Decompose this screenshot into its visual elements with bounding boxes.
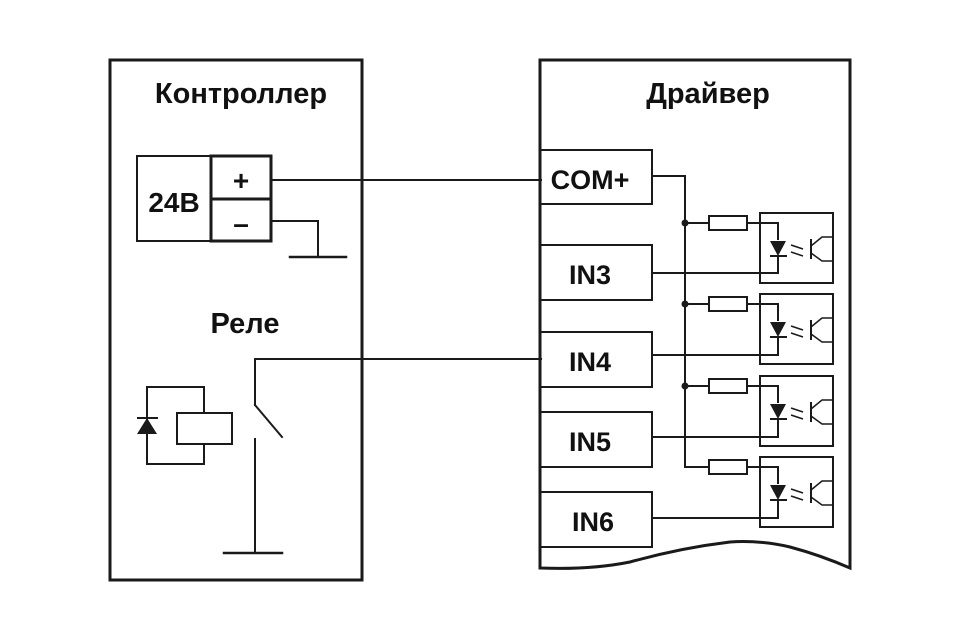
resistor-icon <box>708 215 748 231</box>
light-arrow-icon <box>790 407 804 413</box>
controller-block <box>108 58 364 582</box>
led-icon <box>770 404 786 419</box>
phototransistor-emitter <box>810 252 833 262</box>
phototransistor-collector <box>810 317 833 328</box>
phototransistor-collector <box>810 480 833 491</box>
phototransistor-emitter <box>810 333 833 343</box>
light-arrow-icon <box>790 488 804 494</box>
wire <box>747 466 779 484</box>
resistor-icon <box>708 378 748 394</box>
led-icon <box>770 241 786 256</box>
optocoupler-channel <box>652 375 834 447</box>
phototransistor-collector <box>810 236 833 247</box>
terminal-label-in6: IN6 <box>572 507 614 537</box>
relay-title: Реле <box>211 308 280 340</box>
terminal-label-in3: IN3 <box>569 260 611 290</box>
relay-coil-icon <box>146 386 233 465</box>
light-arrow-icon <box>790 495 804 501</box>
diode-icon <box>137 417 158 434</box>
wire <box>747 303 779 321</box>
phototransistor-collector <box>810 399 833 410</box>
led-icon <box>770 322 786 337</box>
light-arrow-icon <box>790 325 804 331</box>
optocoupler-channel <box>652 456 834 528</box>
light-arrow-icon <box>790 332 804 338</box>
led-icon <box>770 485 786 500</box>
minus-label: – <box>233 208 249 239</box>
driver-title: Драйвер <box>646 78 770 110</box>
power-label: 24В <box>148 187 199 218</box>
com-bus <box>651 175 686 468</box>
wire-to-input <box>652 419 779 438</box>
optocoupler-box <box>759 375 834 447</box>
wire <box>747 385 779 403</box>
optocoupler-box <box>759 456 834 528</box>
terminal-in4 <box>539 331 653 388</box>
optocoupler-channel <box>652 293 834 365</box>
resistor-icon <box>708 296 748 312</box>
light-arrow-icon <box>790 414 804 420</box>
plus-label: + <box>233 165 249 196</box>
wire-to-input <box>652 337 779 356</box>
optocoupler-box <box>759 293 834 365</box>
optocoupler-channel <box>652 212 834 284</box>
wire-minus-to-ground <box>270 220 319 258</box>
driver-block <box>538 58 852 571</box>
terminal-label-in5: IN5 <box>569 427 611 457</box>
wire <box>747 222 779 240</box>
controller-title: Контроллер <box>155 78 327 110</box>
phototransistor-emitter <box>810 415 833 425</box>
light-arrow-icon <box>790 251 804 257</box>
light-arrow-icon <box>790 244 804 250</box>
resistor-icon <box>708 459 748 475</box>
terminal-in6 <box>539 491 653 548</box>
phototransistor-emitter <box>810 496 833 506</box>
wire-to-input <box>652 500 779 519</box>
relay-contact-icon <box>222 358 542 555</box>
terminal-in5 <box>539 411 653 468</box>
wire-to-input <box>652 256 779 274</box>
optocoupler-box <box>759 212 834 284</box>
terminal-label-com-plus: COM+ <box>551 165 630 195</box>
terminal-label-in4: IN4 <box>569 347 611 377</box>
